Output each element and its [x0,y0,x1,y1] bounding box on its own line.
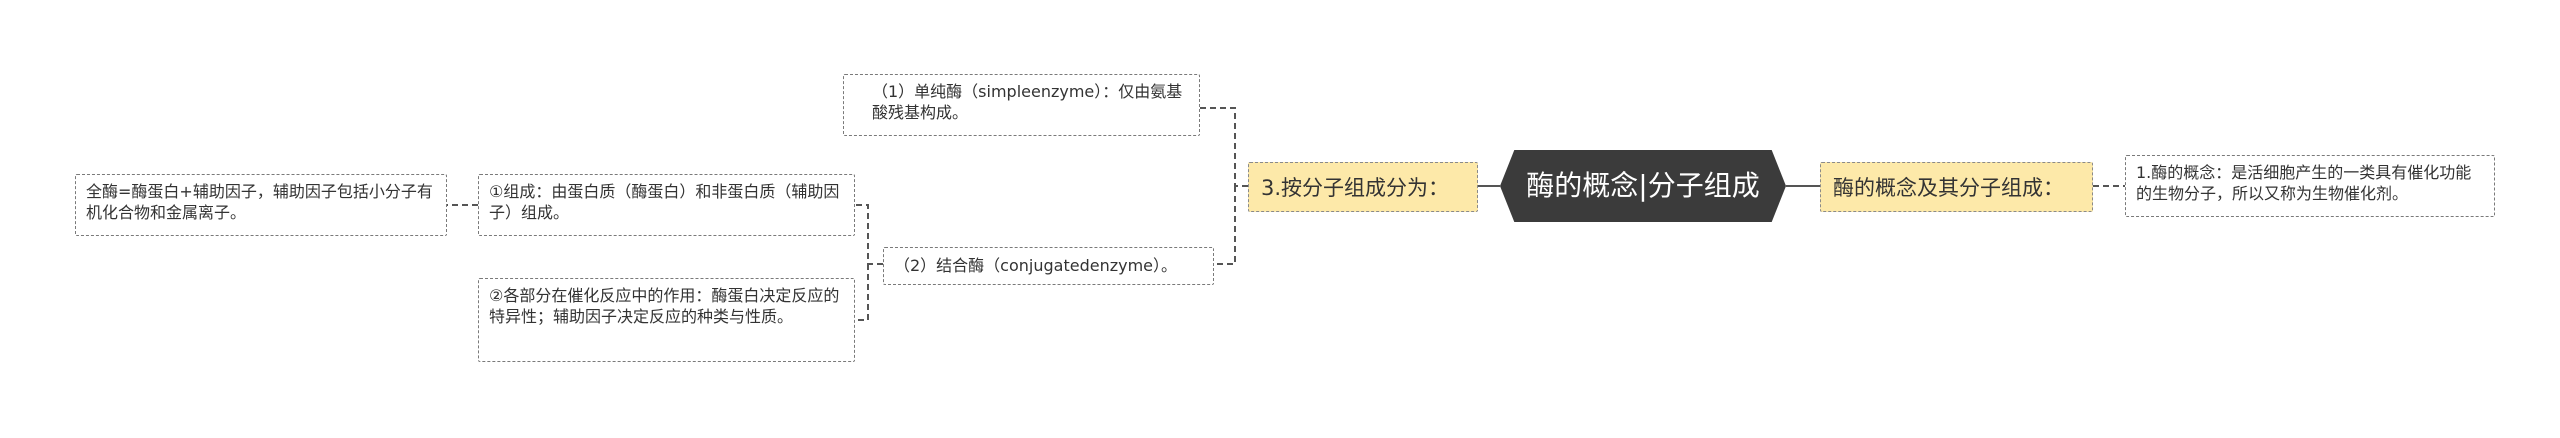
leaf-text: ②各部分在催化反应中的作用：酶蛋白决定反应的特异性；辅助因子决定反应的种类与性质… [489,286,840,326]
branch-label: 酶的概念及其分子组成： [1833,176,2064,200]
leaf-simple-enzyme[interactable]: （1）单纯酶（simpleenzyme）：仅由氨基酸残基构成。 [843,74,1200,136]
leaf-conjugated-enzyme[interactable]: （2）结合酶（conjugatedenzyme）。 [883,247,1214,285]
leaf-text: （1）单纯酶（simpleenzyme）：仅由氨基酸残基构成。 [872,82,1183,122]
leaf-text: 1.酶的概念：是活细胞产生的一类具有催化功能的生物分子，所以又称为生物催化剂。 [2136,163,2472,203]
leaf-text: （2）结合酶（conjugatedenzyme）。 [894,256,1178,275]
link-composition [855,204,883,265]
branch-label: 3.按分子组成分为： [1261,176,1450,200]
branch-molecular-classification[interactable]: 3.按分子组成分为： [1248,162,1478,212]
leaf-component-roles[interactable]: ②各部分在催化反应中的作用：酶蛋白决定反应的特异性；辅助因子决定反应的种类与性质… [478,278,855,362]
leaf-enzyme-definition[interactable]: 1.酶的概念：是活细胞产生的一类具有催化功能的生物分子，所以又称为生物催化剂。 [2125,155,2495,217]
leaf-composition[interactable]: ①组成：由蛋白质（酶蛋白）和非蛋白质（辅助因子）组成。 [478,174,855,236]
leaf-holoenzyme[interactable]: 全酶=酶蛋白+辅助因子，辅助因子包括小分子有机化合物和金属离子。 [75,174,447,236]
root-node[interactable]: 酶的概念|分子组成 [1500,150,1786,222]
link-conjugated-enzyme [1214,186,1236,265]
branch-enzyme-concept[interactable]: 酶的概念及其分子组成： [1820,162,2093,212]
root-node-label: 酶的概念|分子组成 [1526,169,1760,202]
link-simple-enzyme [1200,107,1248,187]
link-roles [855,264,869,321]
leaf-text: 全酶=酶蛋白+辅助因子，辅助因子包括小分子有机化合物和金属离子。 [86,182,433,222]
leaf-text: ①组成：由蛋白质（酶蛋白）和非蛋白质（辅助因子）组成。 [489,182,840,222]
